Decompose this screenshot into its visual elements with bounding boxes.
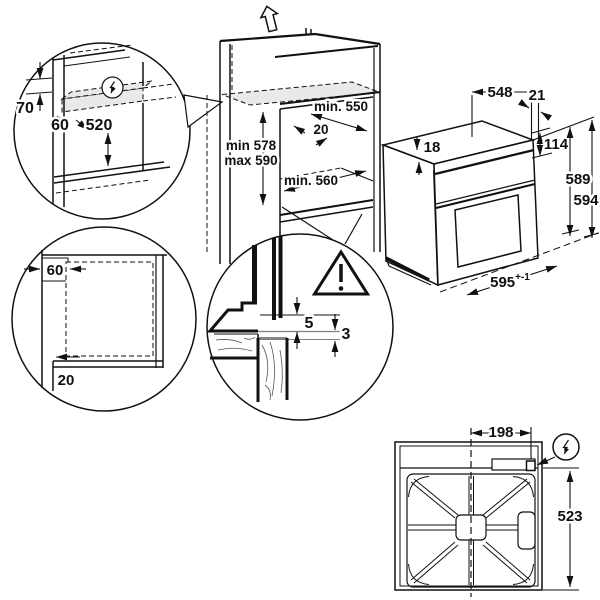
dim-594-label: 594: [573, 192, 599, 209]
dim-520-label: 520: [86, 117, 113, 134]
dim-60-plan-label: 60: [47, 262, 64, 279]
dim-21-label: 21: [529, 87, 546, 104]
dim-20-plan-label: 20: [58, 372, 75, 389]
dim-3-label: 3: [342, 326, 351, 343]
dim-595-label: 595+-1: [490, 272, 530, 291]
dim-20-cabinet-label: 20: [313, 122, 328, 137]
warning-triangle-icon: [311, 249, 371, 296]
dim-114: 114: [531, 127, 571, 159]
dim-198-label: 198: [488, 424, 513, 441]
dim-21: 21: [517, 85, 553, 141]
mains-terminal: [525, 460, 536, 472]
dim-60: 60: [49, 115, 89, 137]
power-connection-detail-circle: 70 60 520: [13, 42, 191, 220]
dim-20-plan: 20: [55, 353, 80, 392]
dim-5-label: 5: [305, 315, 314, 332]
dim-min550: min. 550: [310, 97, 371, 132]
oven-door-window: [454, 194, 522, 268]
high-voltage-icon-rear: [536, 433, 580, 466]
callout-wedge-bottom: [281, 206, 363, 245]
dim-589-label: 589: [565, 171, 590, 188]
dim-max590-label: max 590: [224, 153, 277, 168]
dim-3: 3: [331, 314, 353, 357]
gap-detail-circle: 5 3: [206, 233, 394, 421]
oven-view: 18 548 21 114 589: [380, 82, 600, 296]
dim-548-label: 548: [487, 84, 512, 101]
plan-oven-outline: [65, 261, 154, 357]
cabinet-view: min. 550 20 min 578 max 590 min. 560: [206, 5, 381, 264]
dim-60-plan: 60: [24, 260, 86, 282]
dim-min560-label: min. 560: [284, 173, 338, 188]
cabinet-panel-section: [256, 337, 289, 402]
dim-60-label: 60: [51, 117, 69, 134]
dim-5: 5: [293, 297, 316, 349]
dim-min560: min. 560: [281, 170, 367, 192]
rear-panel-pattern: [406, 473, 536, 588]
dim-70: 70: [14, 62, 53, 120]
dim-198: 198: [471, 422, 532, 459]
dim-548: 548: [471, 82, 530, 137]
dim-18: 18: [413, 137, 443, 175]
dim-min550-label: min. 550: [314, 99, 368, 114]
dim-595: 595+-1: [439, 232, 599, 296]
dim-589-594: 589 594: [532, 116, 600, 238]
oven-rear-view: 198 523: [394, 422, 585, 597]
dim-70-label: 70: [16, 100, 34, 117]
dim-523: 523: [543, 467, 585, 591]
oven-foot: [385, 256, 432, 286]
dim-18-label: 18: [424, 139, 441, 156]
dim-114-label: 114: [544, 136, 569, 153]
plan-detail-circle: 60 20: [11, 226, 197, 412]
high-voltage-icon: [101, 76, 124, 99]
dim-20-cabinet: 20: [293, 120, 331, 147]
dim-min578-max590: min 578 max 590: [222, 112, 280, 205]
up-arrow-icon: [259, 5, 280, 33]
dim-min578-label: min 578: [226, 138, 277, 153]
callout-wedge-top: [183, 94, 224, 129]
dim-523-label: 523: [557, 508, 582, 525]
dim-520: 520: [83, 115, 115, 166]
